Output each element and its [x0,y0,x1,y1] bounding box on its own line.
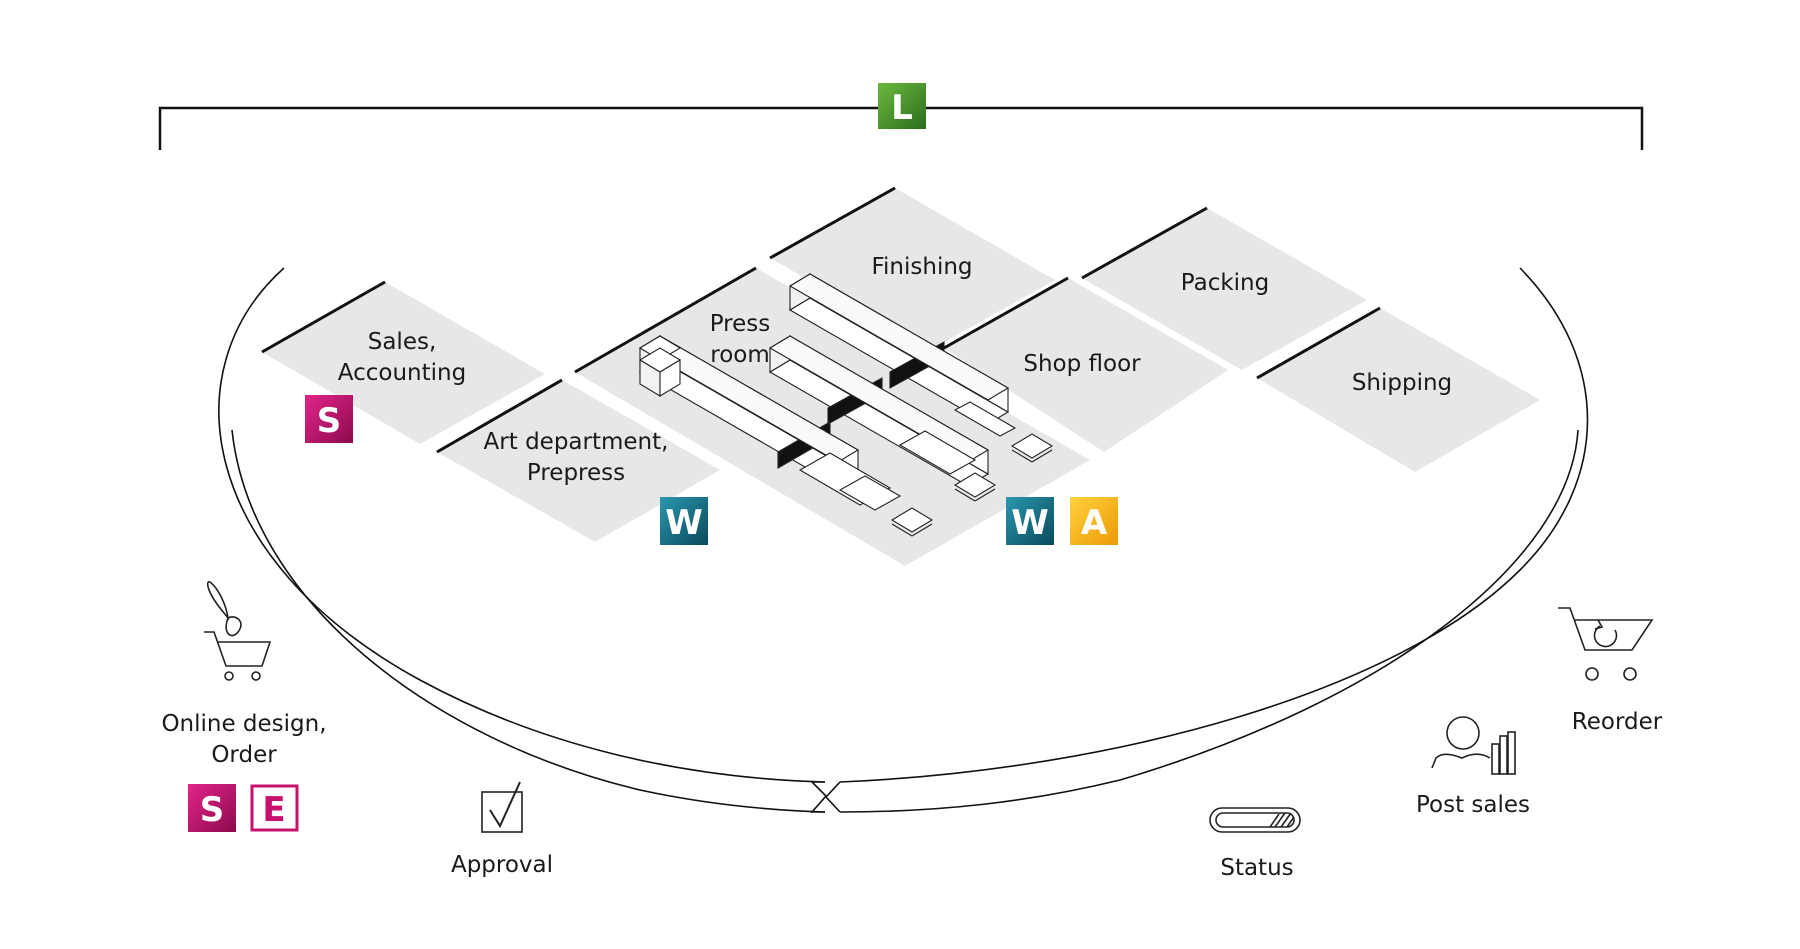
area-label-shop-floor: Shop floor [1023,351,1141,377]
press-2 [768,335,990,487]
panel-art [437,380,720,542]
paper-stacks [890,433,1054,537]
press-feeder [638,347,682,397]
area-label-packing: Packing [1181,270,1269,296]
step-label-post-sales: Post sales [1416,792,1530,818]
area-label-finishing: Finishing [871,254,972,280]
step-label-approval: Approval [451,852,553,878]
progress-bar-icon [1209,807,1301,833]
step-label-reorder: Reorder [1572,709,1663,735]
area-label-art-1: Art department, [484,429,669,455]
cart-with-brush-icon [204,581,272,681]
step-label-online-1: Online design, [161,711,326,737]
badge-W-shop: W [1006,497,1054,545]
badge-W-art: W [660,497,708,545]
badge-S-sales-letter: S [317,401,342,441]
cycle-band [218,267,1589,813]
area-label-press-2: room [710,342,770,368]
area-label-sales-1: Sales, [368,329,437,355]
press-3 [788,273,1017,437]
panel-shipping [1257,308,1540,472]
area-label-shipping: Shipping [1352,370,1452,396]
badge-W-shop-letter: W [1011,503,1049,543]
step-label-status: Status [1220,855,1293,881]
badge-A-shop: A [1070,497,1118,545]
badge-S-online: S [188,784,236,832]
badge-S-sales: S [305,395,353,443]
person-chart-icon [1431,716,1516,775]
area-label-press-1: Press [710,311,771,337]
area-label-art-2: Prepress [527,460,625,486]
press-machines [638,273,1054,537]
panel-finishing [770,188,1055,350]
badge-E-online: E [250,784,299,832]
badge-S-online-letter: S [200,790,225,830]
badge-L: L [878,83,926,129]
panel-shop-floor [944,278,1228,452]
step-label-online-2: Order [211,742,277,768]
area-label-sales-2: Accounting [338,360,466,386]
panel-packing [1082,208,1367,370]
checkbox-icon [481,781,523,833]
panel-edges [261,186,1381,454]
cart-refresh-icon [1558,607,1654,681]
badge-L-letter: L [891,88,913,128]
badge-A-shop-letter: A [1081,503,1108,543]
panel-sales [262,282,545,444]
badge-W-art-letter: W [665,503,703,543]
press-1 [638,335,902,511]
badge-E-online-letter: E [262,790,285,830]
